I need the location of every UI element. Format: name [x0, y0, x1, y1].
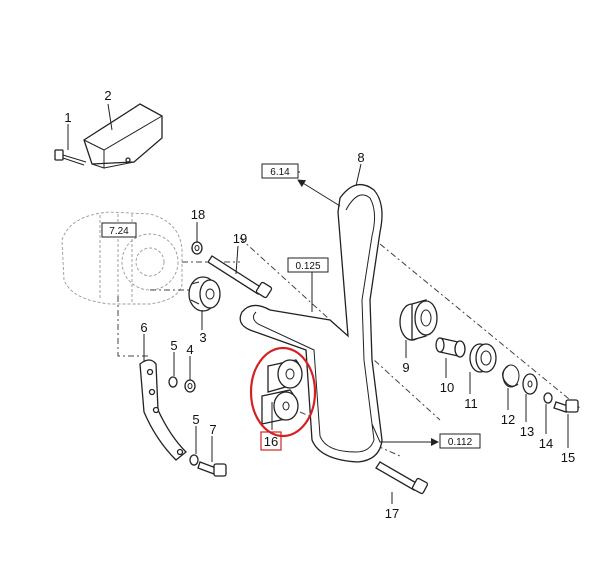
label-3: 3: [199, 330, 206, 345]
svg-text:16: 16: [264, 434, 278, 449]
label-6: 6: [140, 320, 147, 335]
label-9: 9: [402, 360, 409, 375]
svg-text:0.125: 0.125: [295, 261, 320, 272]
label-19: 19: [233, 231, 247, 246]
part-18-washer: [191, 241, 203, 255]
ref-box-0-125: 0.125: [287, 257, 329, 273]
part-10-shaft: [435, 337, 466, 358]
part-labels: 1 2 18 19 3 6 5 4 5 7 8 9 10 11 12 13 14…: [64, 88, 575, 521]
part-8-belt: [239, 183, 383, 463]
label-17: 17: [385, 506, 399, 521]
part-3-pulley: [188, 276, 221, 312]
leader-lines: [67, 103, 569, 504]
part-6-bracket: [139, 359, 187, 461]
part-2-cover: [83, 103, 163, 169]
highlight-circle: [249, 346, 317, 438]
label-7: 7: [209, 422, 216, 437]
part-7-bolt: [197, 461, 227, 477]
label-16-highlighted: 16: [260, 431, 282, 451]
part-14-washer: [543, 392, 553, 404]
label-18: 18: [191, 207, 205, 222]
part-5-washer-upper: [168, 376, 178, 388]
part-13-washer: [522, 373, 538, 395]
part-4-nut: [184, 379, 196, 393]
label-5-upper: 5: [170, 338, 177, 353]
part-17-long-bolt: [375, 461, 429, 495]
part-1-bolt: [54, 149, 87, 166]
ref-box-0-112: 0.112: [439, 433, 481, 449]
label-1: 1: [64, 110, 71, 125]
svg-text:0.112: 0.112: [448, 437, 473, 448]
svg-text:7.24: 7.24: [109, 226, 129, 237]
label-5-lower: 5: [192, 412, 199, 427]
part-19-long-bolt: [207, 255, 273, 299]
label-4: 4: [186, 342, 193, 357]
part-15-bolt: [553, 399, 579, 413]
label-13: 13: [520, 424, 534, 439]
label-15: 15: [561, 450, 575, 465]
part-12-snap-ring: [502, 364, 520, 388]
svg-text:6.14: 6.14: [270, 167, 290, 178]
label-2: 2: [104, 88, 111, 103]
ref-box-6-14: 6.14: [261, 163, 299, 179]
label-8: 8: [357, 150, 364, 165]
part-16-idler-pulleys: [261, 359, 303, 425]
ref-box-7-24: 7.24: [101, 222, 137, 238]
part-5-washer-lower: [189, 454, 199, 466]
label-10: 10: [440, 380, 454, 395]
part-9-pulley: [399, 299, 438, 341]
label-14: 14: [539, 436, 553, 451]
label-12: 12: [501, 412, 515, 427]
part-11-bearing: [469, 343, 497, 373]
label-11: 11: [464, 396, 478, 411]
